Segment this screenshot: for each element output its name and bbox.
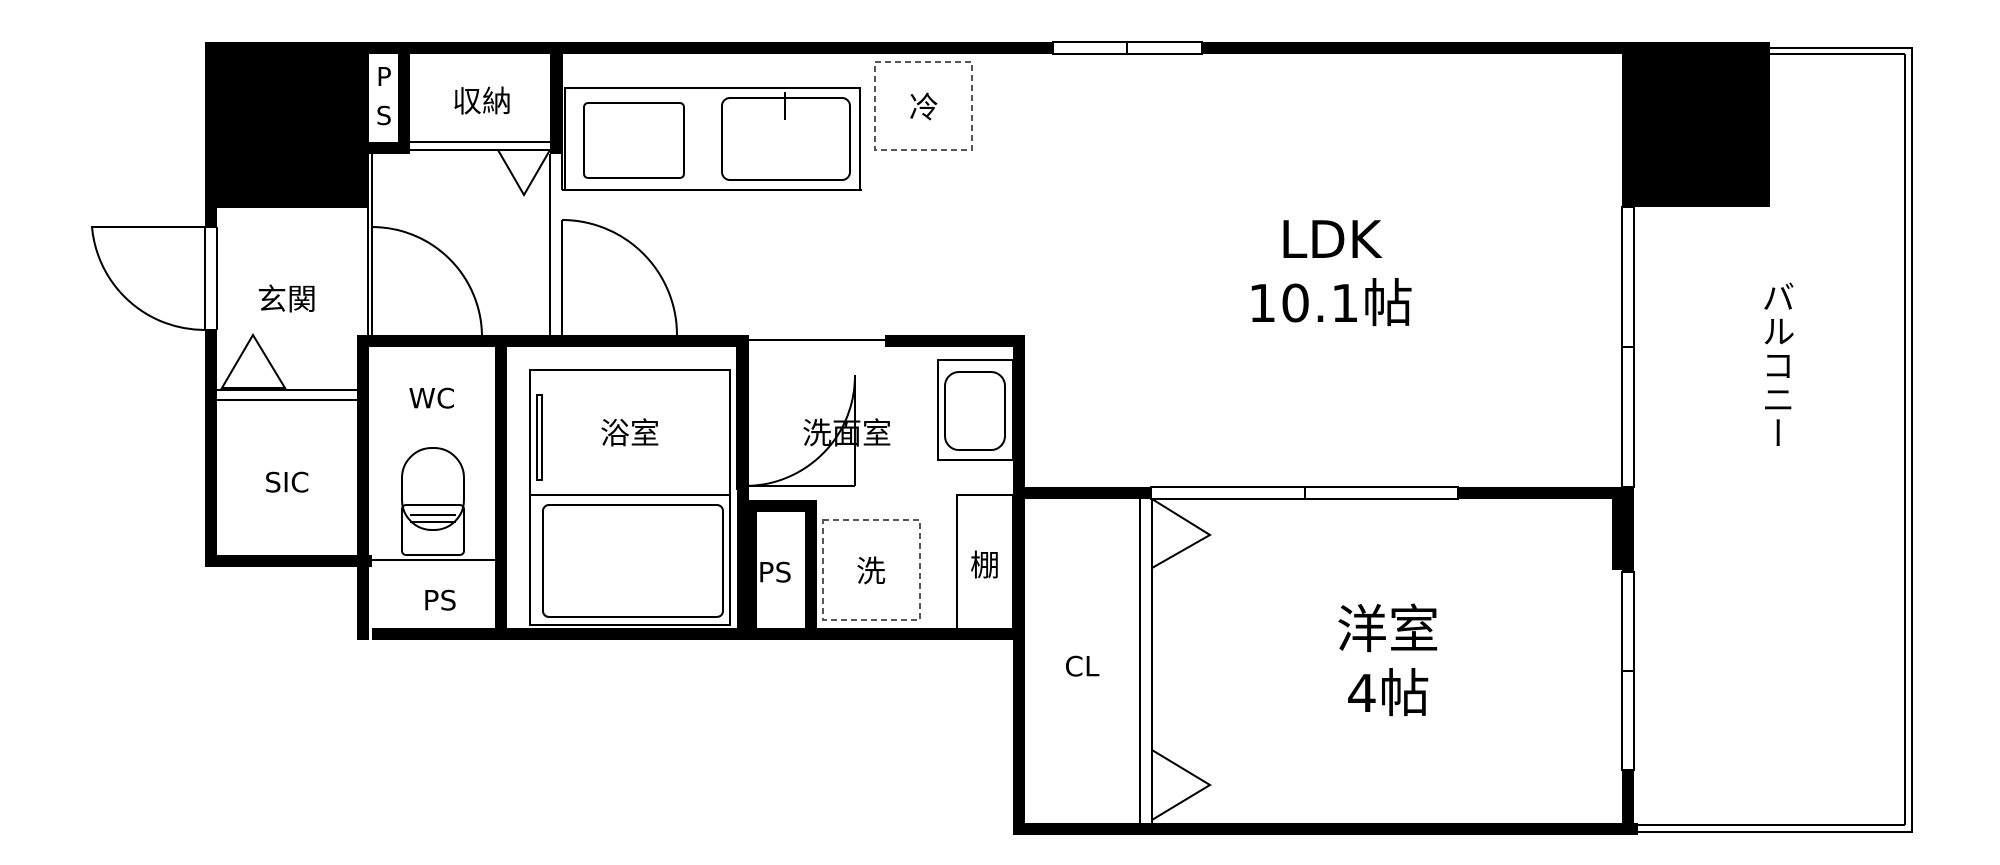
wall-left-lower bbox=[205, 330, 217, 567]
door-swings bbox=[90, 219, 857, 487]
toilet-tank bbox=[401, 504, 465, 556]
fridge-label: 冷 bbox=[909, 91, 939, 126]
vanity bbox=[937, 359, 1014, 461]
wall-ps-right bbox=[495, 335, 507, 640]
walls bbox=[205, 42, 1638, 835]
ps-middle-label: PS bbox=[758, 556, 793, 589]
wall-bottom-sic bbox=[205, 555, 372, 567]
door-swing-wc bbox=[371, 226, 483, 336]
basin bbox=[944, 371, 1006, 451]
wall-wash-top-right bbox=[885, 335, 1025, 347]
washer-label: 洗 bbox=[856, 555, 886, 590]
bath-rail bbox=[536, 394, 543, 481]
toilet-seat bbox=[401, 447, 465, 531]
shelf-label: 棚 bbox=[970, 549, 1000, 584]
wc-label: WC bbox=[408, 382, 455, 415]
thin-lines bbox=[204, 41, 1913, 833]
washer-space bbox=[822, 519, 921, 621]
closet-triangle-upper bbox=[1151, 497, 1212, 570]
closet-label: CL bbox=[1064, 650, 1100, 683]
western-size: 4帖 bbox=[1345, 665, 1430, 725]
wall-wash-right bbox=[1013, 335, 1025, 495]
wall-ps-mid-left bbox=[745, 500, 757, 635]
wall-top-right bbox=[1202, 42, 1622, 54]
bath-label: 浴室 bbox=[600, 417, 660, 452]
bathtub bbox=[542, 504, 724, 618]
wall-western-left bbox=[1013, 487, 1025, 835]
shelf-box bbox=[956, 494, 1014, 634]
wall-ldk-right-small bbox=[1612, 495, 1634, 570]
wall-top-left bbox=[368, 42, 1053, 54]
sic-label: SIC bbox=[264, 466, 310, 499]
storage-door-triangle bbox=[496, 149, 552, 197]
ps-top-s-label: S bbox=[376, 102, 393, 132]
bath-room-inner bbox=[529, 369, 731, 626]
stove bbox=[583, 102, 685, 179]
door-swing-corridor bbox=[561, 219, 678, 336]
western-name: 洋室 bbox=[1336, 601, 1440, 661]
column-top-right bbox=[1622, 42, 1770, 207]
wall-left-upper bbox=[205, 207, 217, 227]
ps-bottom-left-label: PS bbox=[423, 584, 458, 617]
wall-ps-mid-right bbox=[805, 500, 817, 635]
wall-ps-top-right bbox=[398, 54, 410, 154]
ldk-name: LDK bbox=[1278, 211, 1383, 271]
wall-western-bottom bbox=[1013, 823, 1638, 835]
wall-bath-bottom bbox=[495, 628, 1020, 640]
wall-entrance-wc bbox=[357, 335, 369, 640]
labels: LDK 10.1帖 洋室 4帖 玄関 収納 P S WC SIC PS 浴室 洗… bbox=[257, 63, 1795, 725]
triangles bbox=[220, 149, 1212, 822]
wall-western-right-low bbox=[1622, 770, 1634, 835]
wall-western-top-right bbox=[1458, 487, 1634, 499]
column-top-left bbox=[205, 42, 368, 207]
wall-ps-top-bottom bbox=[368, 142, 410, 154]
dashed-spaces bbox=[822, 61, 973, 621]
entrance-label: 玄関 bbox=[257, 283, 317, 318]
fridge-space bbox=[874, 61, 973, 151]
wall-western-top-left bbox=[1013, 487, 1151, 499]
storage-label: 収納 bbox=[452, 85, 512, 120]
shoe-box-triangle bbox=[220, 333, 287, 389]
closet-triangle-lower bbox=[1151, 748, 1212, 822]
wall-ps-mid-top bbox=[745, 500, 815, 512]
wall-wash-top-left bbox=[737, 335, 747, 347]
washroom-label: 洗面室 bbox=[802, 417, 892, 452]
balcony-outline bbox=[1634, 47, 1913, 833]
door-swing-washroom bbox=[746, 374, 857, 487]
wall-wc-top bbox=[357, 335, 747, 347]
ldk-size: 10.1帖 bbox=[1246, 275, 1414, 335]
door-swing-entrance bbox=[90, 226, 206, 332]
ps-top-p-label: P bbox=[376, 63, 392, 93]
balcony-label: バルコニー bbox=[1755, 280, 1795, 450]
wall-storage-right bbox=[550, 54, 562, 154]
